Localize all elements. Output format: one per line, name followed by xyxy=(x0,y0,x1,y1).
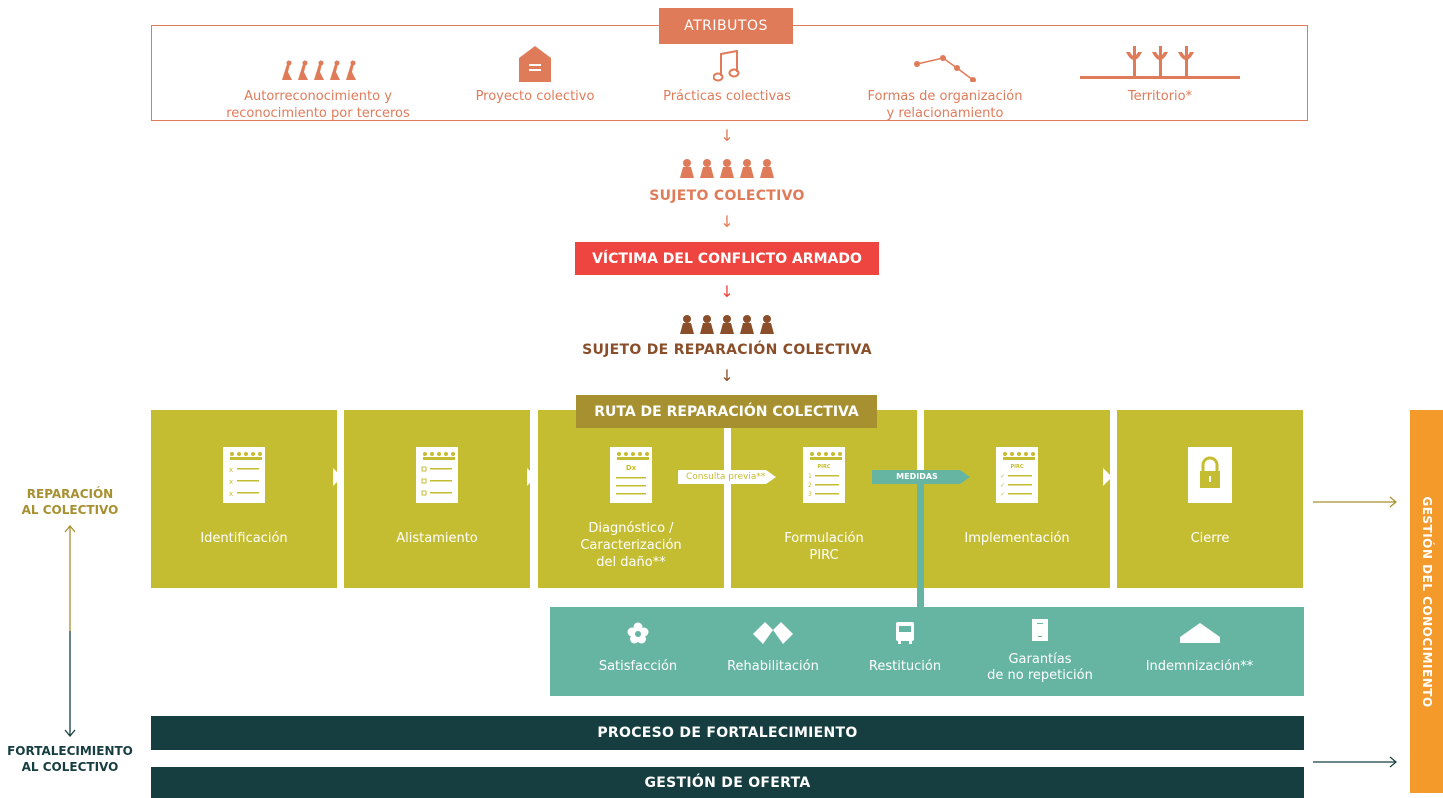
gestion-oferta-bar: GESTIÓN DE OFERTA xyxy=(151,767,1304,798)
pirc-document-icon: PIRC 1 2 3 xyxy=(803,447,845,503)
hands-icon xyxy=(713,607,833,659)
attr-practicas: Prácticas colectivas xyxy=(617,42,837,105)
attr-label: Territorio* xyxy=(1127,89,1193,104)
medidas-label: MEDIDAS xyxy=(896,472,938,481)
medidas-connector xyxy=(917,478,924,608)
music-note-icon xyxy=(617,42,837,82)
svg-text:1: 1 xyxy=(808,473,812,480)
step-label: Alistamiento xyxy=(396,531,478,546)
step-label: Identificación xyxy=(200,531,288,546)
people-icon xyxy=(676,314,778,334)
svg-text:x: x xyxy=(229,478,233,486)
doc-code: PIRC xyxy=(1010,464,1023,470)
step-diagnostico: Dx Diagnóstico / Caracterización del dañ… xyxy=(538,410,724,588)
attr-autorreconocimiento: Autorreconocimiento y reconocimiento por… xyxy=(208,42,428,122)
double-arrow-icon xyxy=(60,524,80,739)
medida-label: Indemnización** xyxy=(1145,659,1254,674)
consulta-previa-label: Consulta previa** xyxy=(686,472,766,482)
document-icon: x x x xyxy=(223,447,265,503)
roof-icon xyxy=(1127,607,1272,659)
people-group-icon xyxy=(208,42,428,82)
medida-rehabilitacion: Rehabilitación xyxy=(713,607,833,696)
chevron-right-icon xyxy=(1103,468,1112,486)
step-label: Cierre xyxy=(1190,531,1230,546)
medida-label: Garantías de no repetición xyxy=(987,652,1093,683)
step-formulacion: PIRC 1 2 3 Formulación PIRC xyxy=(731,410,917,588)
attr-label: Formas de organización y relacionamiento xyxy=(867,89,1023,121)
diagnosis-document-icon: Dx xyxy=(610,447,652,503)
document-icon xyxy=(980,607,1100,652)
svg-text:3: 3 xyxy=(808,491,812,498)
victima-box: VÍCTIMA DEL CONFLICTO ARMADO xyxy=(575,242,879,275)
lock-icon xyxy=(1188,447,1232,503)
medida-indemnizacion: Indemnización** xyxy=(1127,607,1272,696)
step-cierre: Cierre xyxy=(1117,410,1303,588)
arrow-down-icon: ↓ xyxy=(720,126,734,145)
proceso-fortalecimiento-bar: PROCESO DE FORTALECIMIENTO xyxy=(151,716,1304,750)
arrow-down-icon: ↓ xyxy=(720,282,734,301)
medidas-box: Satisfacción Rehabilitación Restitución … xyxy=(550,607,1304,696)
gestion-conocimiento-bar: GESTIÓN DEL CONOCIMIENTO xyxy=(1410,410,1443,793)
chevron-right-icon xyxy=(527,468,536,486)
attr-proyecto: Proyecto colectivo xyxy=(425,42,645,105)
step-label: Formulación PIRC xyxy=(784,531,864,563)
medida-satisfaccion: Satisfacción xyxy=(578,607,698,696)
sujeto-colectivo-label: SUJETO COLECTIVO xyxy=(649,188,805,204)
step-label: Diagnóstico / Caracterización del daño** xyxy=(580,521,682,570)
arrow-down-icon: ↓ xyxy=(720,212,734,231)
network-icon xyxy=(835,42,1055,82)
attr-label: Autorreconocimiento y reconocimiento por… xyxy=(226,89,410,121)
ruta-title: RUTA DE REPARACIÓN COLECTIVA xyxy=(576,395,877,428)
bus-icon xyxy=(845,607,965,659)
pirc-check-document-icon: PIRC ✓ ✓ ✓ xyxy=(996,447,1038,503)
consulta-previa-arrow: Consulta previa** xyxy=(678,470,776,484)
house-icon xyxy=(425,42,645,82)
doc-code: Dx xyxy=(626,464,637,472)
svg-text:✓: ✓ xyxy=(1000,491,1005,498)
svg-text:✓: ✓ xyxy=(1000,482,1005,489)
attr-label: Prácticas colectivas xyxy=(663,89,791,104)
doc-code: PIRC xyxy=(817,464,830,470)
svg-text:2: 2 xyxy=(808,482,812,489)
medida-label: Satisfacción xyxy=(598,659,678,674)
step-label: Implementación xyxy=(964,531,1070,546)
medida-label: Rehabilitación xyxy=(727,659,819,674)
medida-label: Restitución xyxy=(868,659,942,674)
attr-territorio: Territorio* xyxy=(1050,42,1270,105)
medida-garantias: Garantías de no repetición xyxy=(980,607,1100,696)
medidas-tag: MEDIDAS xyxy=(872,470,970,484)
svg-text:✓: ✓ xyxy=(1000,473,1005,480)
checklist-icon xyxy=(416,447,458,503)
flower-icon xyxy=(578,607,698,659)
plants-icon xyxy=(1050,42,1270,82)
step-alistamiento: Alistamiento xyxy=(344,410,530,588)
fortalecimiento-label: FORTALECIMIENTO AL COLECTIVO xyxy=(7,744,133,774)
chevron-right-icon xyxy=(333,468,342,486)
medida-restitucion: Restitución xyxy=(845,607,965,696)
svg-text:x: x xyxy=(229,466,233,474)
attr-formas: Formas de organización y relacionamiento xyxy=(835,42,1055,122)
sujeto-reparacion-label: SUJETO DE REPARACIÓN COLECTIVA xyxy=(582,342,872,358)
arrow-right-icon xyxy=(1313,753,1398,768)
gestion-conocimiento-label: GESTIÓN DEL CONOCIMIENTO xyxy=(1419,495,1434,708)
attr-label: Proyecto colectivo xyxy=(475,89,595,104)
atributos-title: ATRIBUTOS xyxy=(659,8,793,44)
step-identificacion: x x x Identificación xyxy=(151,410,337,588)
svg-text:x: x xyxy=(229,490,233,498)
arrow-right-icon xyxy=(1313,493,1398,508)
reparacion-label: REPARACIÓN AL COLECTIVO xyxy=(21,487,119,517)
people-icon xyxy=(676,158,778,178)
step-implementacion: PIRC ✓ ✓ ✓ Implementación xyxy=(924,410,1110,588)
arrow-down-icon: ↓ xyxy=(720,366,734,385)
